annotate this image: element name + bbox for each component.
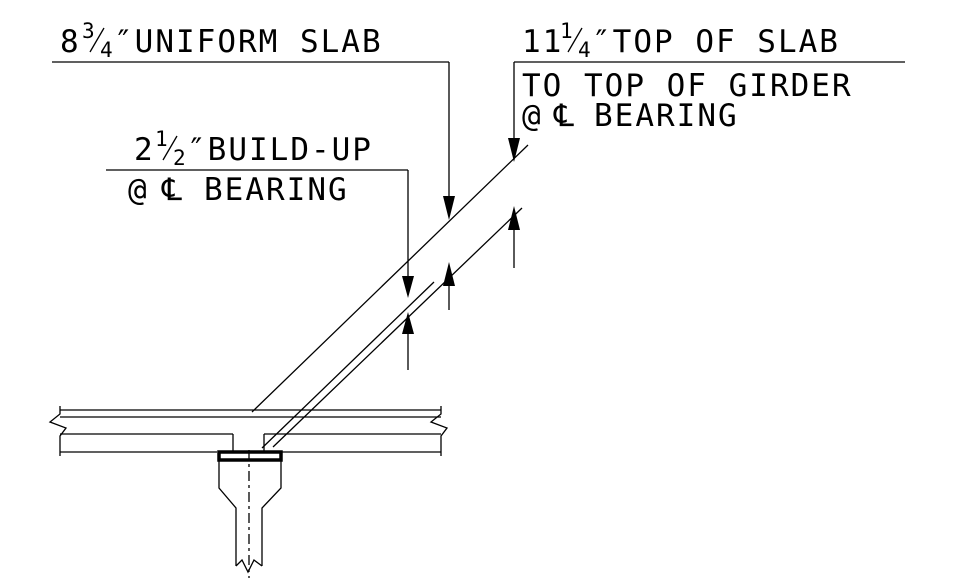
build-up-arrow-up-icon xyxy=(402,312,414,334)
slab-thickness-arrow-up-icon xyxy=(443,262,455,286)
top-slab-numerator: 1 xyxy=(560,19,573,43)
build-up-line2: BEARING xyxy=(204,172,349,208)
uniform-slab-denominator: 4 xyxy=(100,38,113,62)
build-up-line xyxy=(261,281,435,449)
build-up-centerline-icon: ℄ xyxy=(161,172,184,208)
left-zigzag-break-icon xyxy=(48,406,68,456)
girder-right-profile xyxy=(261,460,282,566)
slab-top-line xyxy=(251,144,529,413)
slab-thickness-dimension xyxy=(443,262,455,310)
build-up-at-sign: @ xyxy=(128,172,149,208)
girder-top-flange xyxy=(217,450,283,462)
top-slab-arrow-up-icon xyxy=(508,206,520,230)
callout-build-up: 2 1 2 ″BUILD-UP @ ℄ BEARING xyxy=(106,127,414,370)
build-up-label: ″BUILD-UP xyxy=(187,132,373,168)
girder-web-break-icon xyxy=(235,558,263,574)
uniform-slab-arrow-icon xyxy=(443,196,455,220)
build-up-denominator: 2 xyxy=(173,146,186,170)
top-slab-label: ″TOP OF SLAB xyxy=(592,24,840,60)
uniform-slab-numerator: 3 xyxy=(82,19,95,43)
callout-uniform-slab: 8 3 4 ″UNIFORM SLAB xyxy=(52,19,455,220)
build-up-whole: 2 xyxy=(134,132,155,168)
top-slab-whole: 11 xyxy=(522,24,563,60)
uniform-slab-fraction-bar xyxy=(89,27,105,53)
girder-left-profile xyxy=(218,460,237,566)
top-slab-fraction-bar xyxy=(567,27,583,53)
skewed-slab-lines xyxy=(251,144,529,449)
build-up-fraction-bar xyxy=(162,135,178,161)
top-slab-at-sign: @ xyxy=(522,98,543,134)
top-slab-line3: BEARING xyxy=(594,98,739,134)
callout-top-of-slab: 11 1 4 ″TOP OF SLAB TO TOP OF GIRDER @ ℄… xyxy=(508,19,905,268)
build-up-arrow-down-icon xyxy=(402,276,414,298)
right-zigzag-break-icon xyxy=(429,406,449,456)
girder-cross-section xyxy=(48,406,449,578)
girder-top-line xyxy=(272,207,523,448)
top-slab-arrow-down-icon xyxy=(508,138,520,162)
top-slab-centerline-icon: ℄ xyxy=(553,98,576,134)
top-slab-line2: TO TOP OF GIRDER xyxy=(522,68,853,104)
build-up-numerator: 1 xyxy=(155,127,168,151)
uniform-slab-whole: 8 xyxy=(60,24,81,60)
uniform-slab-label: ″UNIFORM SLAB xyxy=(114,24,383,60)
top-slab-denominator: 4 xyxy=(578,38,591,62)
